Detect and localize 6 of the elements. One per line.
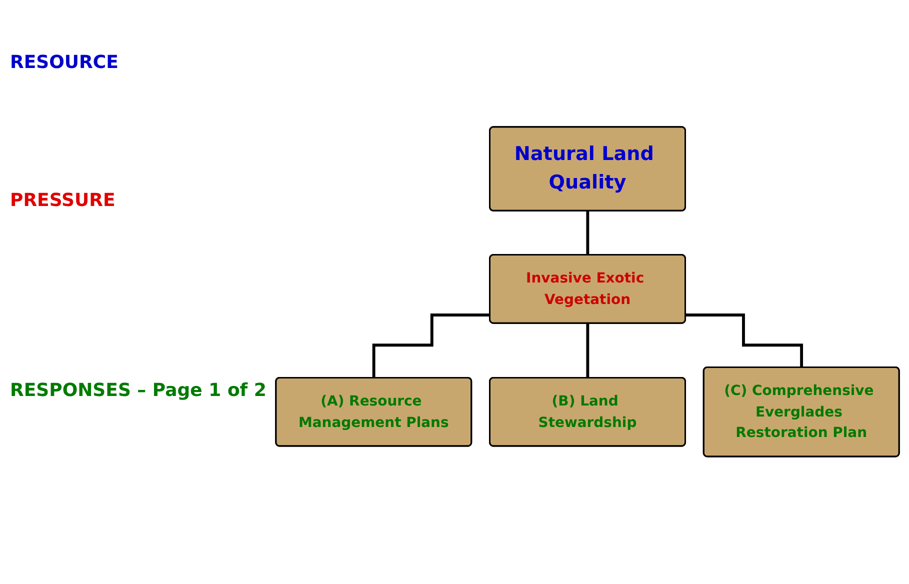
connector <box>686 314 804 370</box>
category-heading: PRESSURE <box>10 190 116 211</box>
connector <box>586 210 590 257</box>
category-heading: RESOURCE <box>10 52 118 73</box>
connector <box>372 314 490 380</box>
responses-heading: RESPONSES – Page 1 of 2 <box>10 380 266 401</box>
